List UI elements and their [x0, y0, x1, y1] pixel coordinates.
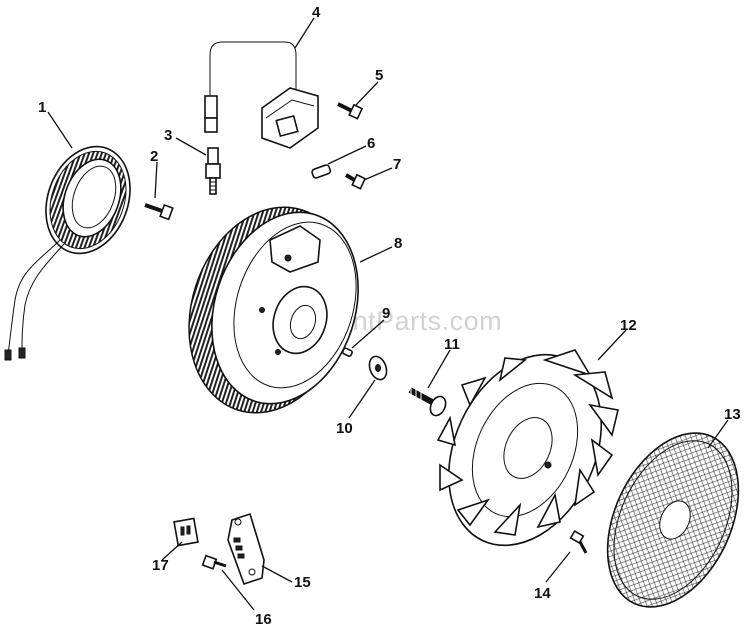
connector-part [173, 517, 199, 547]
callout-13: 13 [724, 406, 741, 423]
leader-5 [355, 81, 379, 106]
leader-14 [545, 551, 571, 583]
flywheel-part [188, 206, 359, 414]
callout-5: 5 [375, 67, 383, 84]
callout-15: 15 [294, 574, 311, 591]
callout-10: 10 [336, 420, 353, 437]
leader-1 [47, 111, 73, 149]
leader-8 [359, 246, 393, 263]
screw-part-5 [337, 102, 364, 120]
callout-16: 16 [255, 611, 272, 628]
callout-11: 11 [444, 336, 460, 353]
leader-12 [597, 329, 627, 361]
clip-part-6 [311, 164, 332, 179]
callout-9: 9 [382, 305, 390, 322]
washer-part [368, 355, 388, 381]
callout-4: 4 [312, 4, 321, 21]
leader-15 [261, 565, 293, 583]
leader-13 [707, 419, 729, 449]
grass-screen-part [606, 432, 740, 608]
stator-part [4, 145, 131, 361]
leader-9 [351, 319, 385, 349]
ignition-module-part [204, 41, 319, 149]
leader-4 [294, 17, 315, 49]
callout-8: 8 [394, 235, 402, 252]
leader-7 [363, 167, 393, 181]
callout-3: 3 [164, 127, 172, 144]
leader-2 [154, 161, 158, 199]
leader-16 [221, 569, 255, 611]
spark-plug-part [205, 147, 221, 195]
leader-11 [427, 349, 451, 389]
callout-1: 1 [38, 99, 46, 116]
screw-part-7 [344, 173, 367, 190]
bolt-part-2 [144, 203, 174, 221]
leader-lines [47, 17, 729, 611]
callout-14: 14 [534, 585, 551, 602]
callout-12: 12 [620, 317, 637, 334]
callout-labels: 1 2 3 4 5 6 7 8 9 10 11 12 13 14 15 16 1… [38, 4, 741, 628]
rectifier-plate-part [227, 512, 265, 586]
callout-7: 7 [393, 156, 401, 173]
leader-6 [327, 145, 367, 165]
bolt-part-11 [408, 386, 447, 417]
leader-17 [161, 541, 183, 561]
callout-2: 2 [150, 148, 158, 165]
leader-10 [348, 379, 376, 419]
callout-6: 6 [367, 135, 375, 152]
screw-part-14 [569, 529, 588, 554]
callout-17: 17 [152, 557, 169, 574]
leader-3 [175, 137, 207, 156]
key-part-9 [341, 347, 353, 357]
fan-part [436, 349, 619, 547]
screw-part-16 [201, 554, 227, 570]
